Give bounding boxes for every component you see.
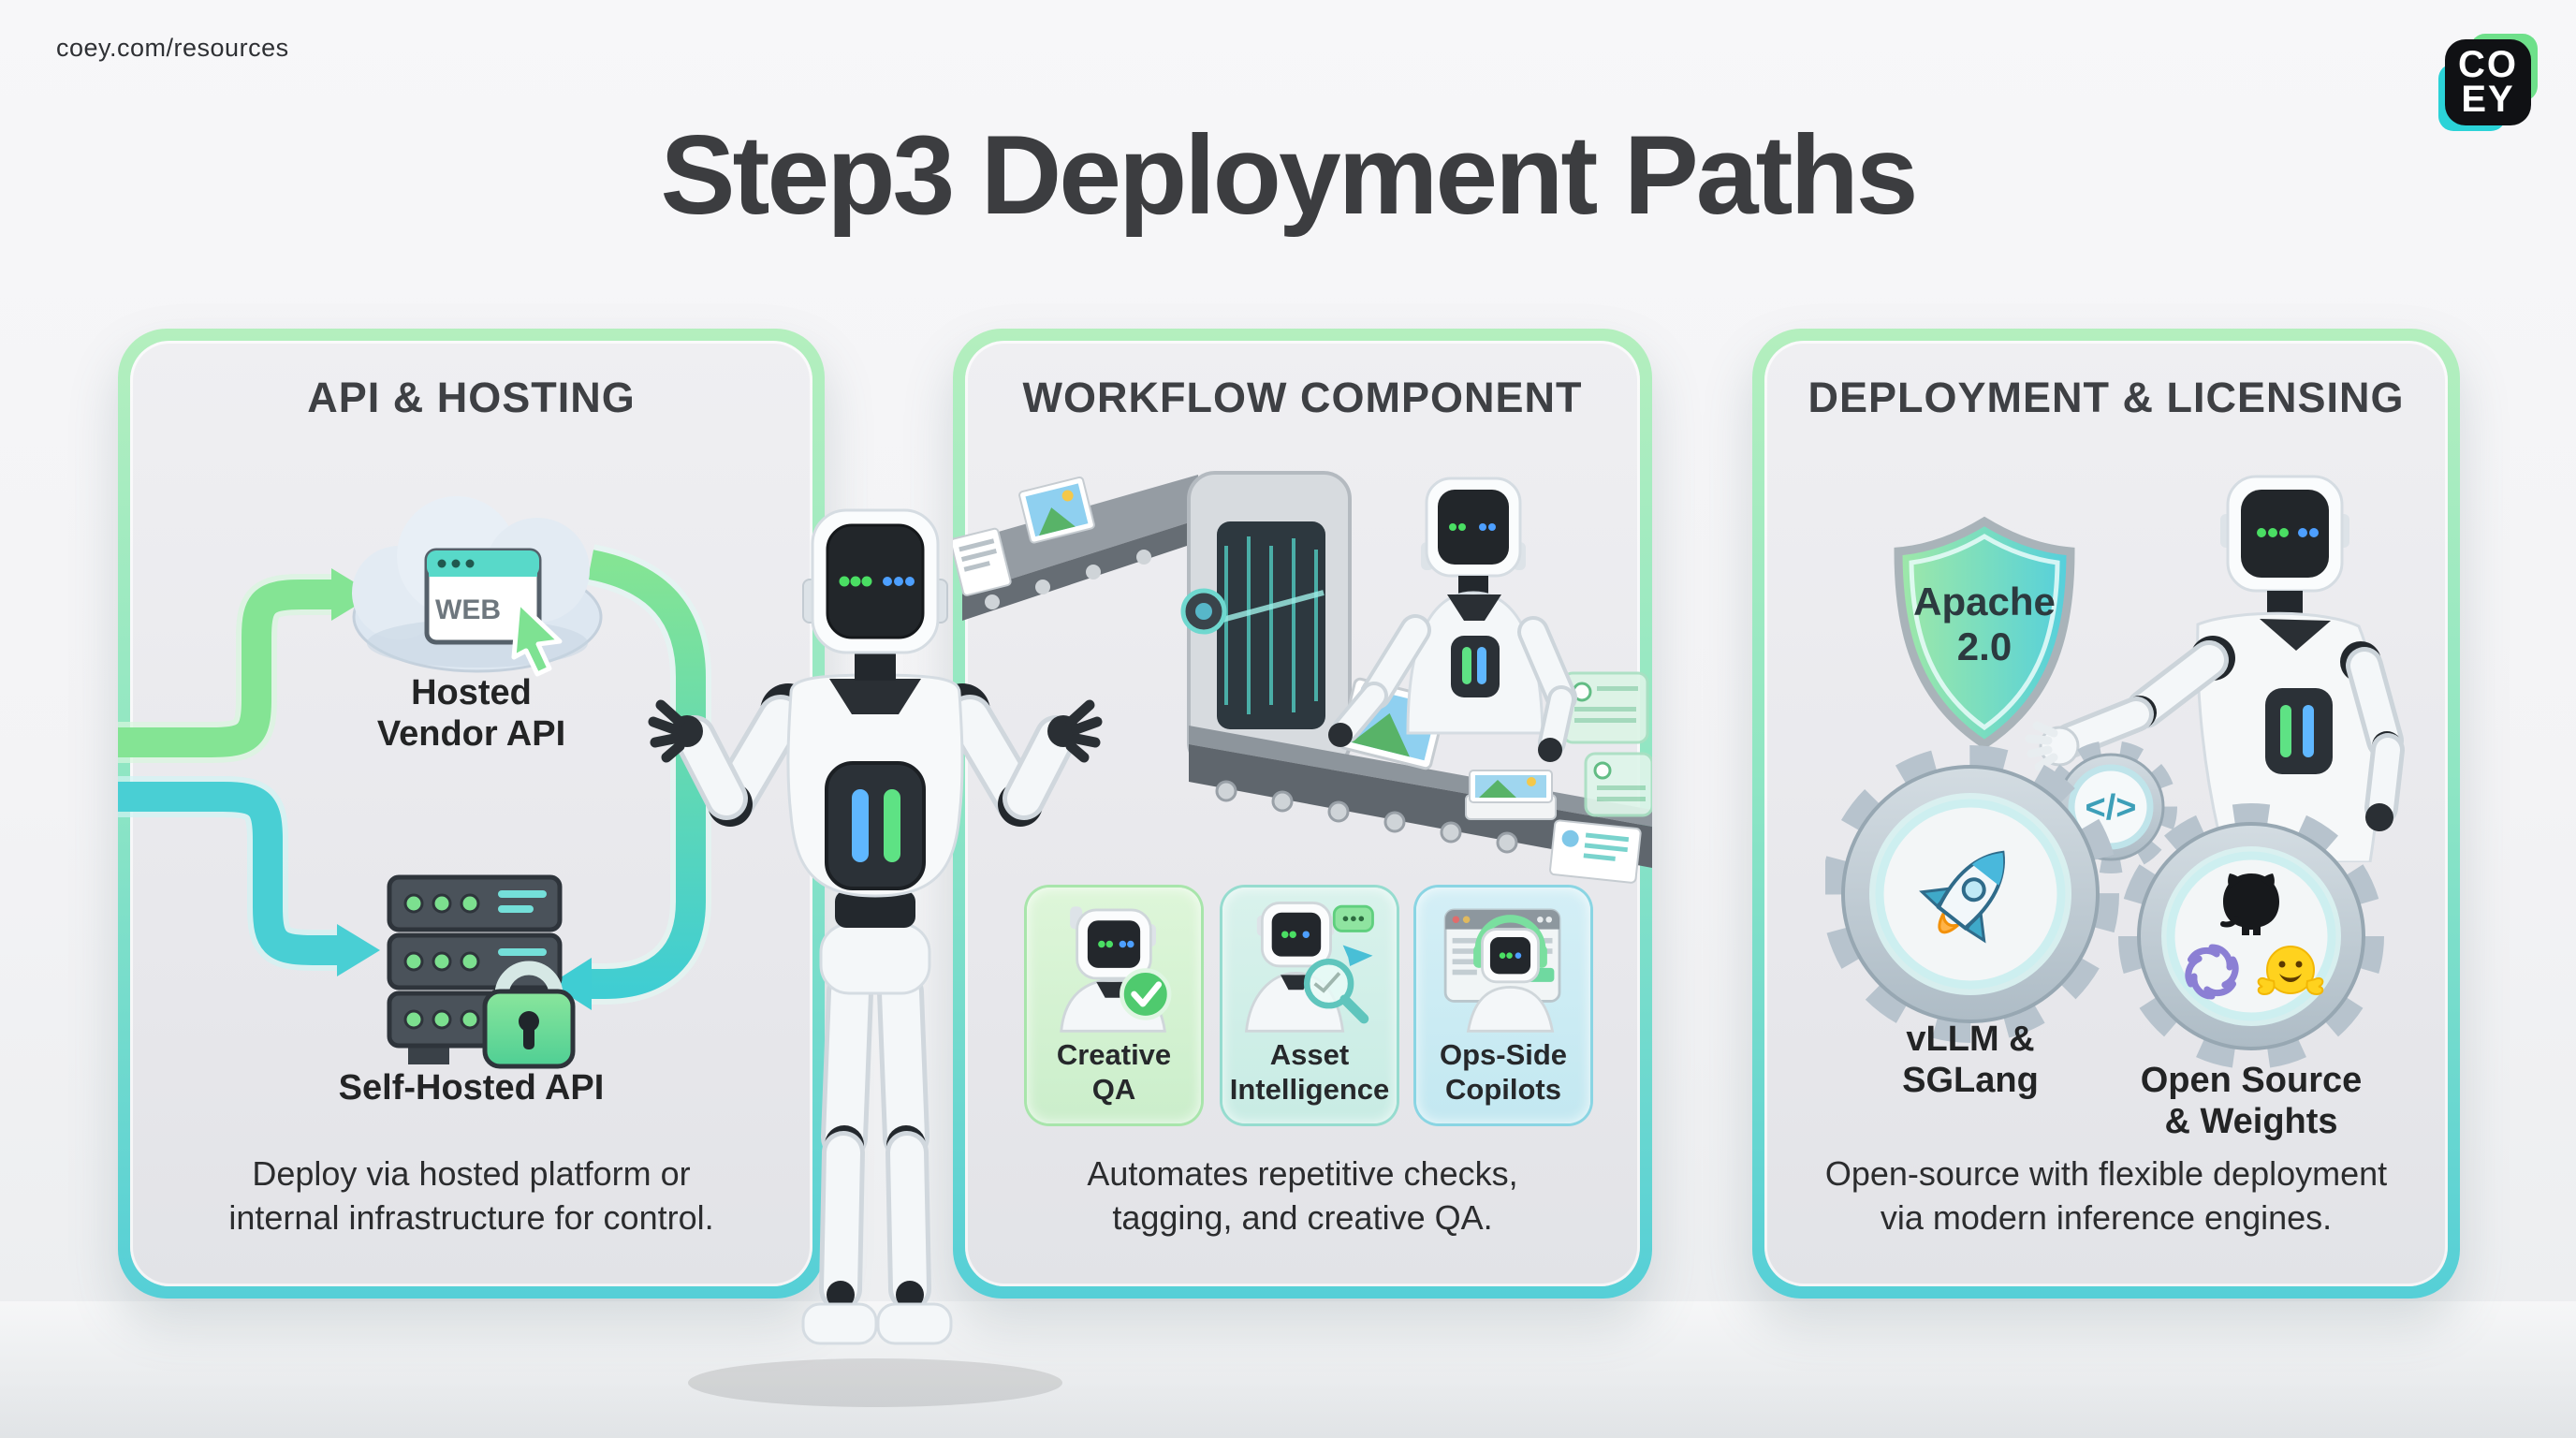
apache-shield-icon <box>1894 516 2075 750</box>
openai-icon <box>2185 944 2239 1000</box>
badge-creative-qa: Creative QA <box>1027 888 1201 1123</box>
panel2-description: Automates repetitive checks, tagging, an… <box>1087 1154 1518 1237</box>
headset-robot-icon <box>1466 915 1555 1033</box>
page-title: Step3 Deployment Paths <box>660 112 1918 238</box>
badge-ops-side-copilots: Ops-Side Copilots <box>1416 888 1590 1123</box>
magnifier-icon <box>1303 958 1369 1024</box>
badge-label: Asset Intelligence <box>1229 1037 1390 1106</box>
ops-copilot-robot-icon <box>1443 908 1561 1033</box>
panel-workflow-component: WORKFLOW COMPONENT <box>953 329 1652 1299</box>
panel-deployment-licensing: DEPLOYMENT & LICENSING <box>1752 329 2460 1299</box>
doc-card-icon <box>1549 819 1642 884</box>
huggingface-icon <box>2257 946 2324 996</box>
branch-arrow-cyan <box>118 776 380 976</box>
open-hand <box>1047 699 1103 763</box>
badge-asset-intelligence: Asset Intelligence <box>1222 888 1397 1123</box>
rocket-icon <box>1919 850 2005 944</box>
self-hosted-api-label: Self-Hosted API <box>338 1068 605 1108</box>
open-hand <box>2025 721 2080 771</box>
gear-icon <box>2118 803 2384 1069</box>
code-icon: </> <box>2086 788 2137 828</box>
apache-license-label: Apache 2.0 <box>1913 580 2056 669</box>
open-hand <box>648 699 703 763</box>
review-card-icon <box>1561 671 1649 744</box>
doc-card-icon <box>953 527 1012 596</box>
conveyor-scene-illustration <box>953 471 1652 884</box>
panel2-heading: WORKFLOW COMPONENT <box>1022 374 1583 421</box>
logo-text-top: CO <box>2458 44 2518 86</box>
panel-api-hosting: API & HOSTING <box>118 329 825 1299</box>
coey-logo: CO EY <box>2438 34 2538 131</box>
scanner-machine-icon <box>1180 471 1352 770</box>
hosted-vendor-api-label: Hosted Vendor API <box>376 673 566 754</box>
presenting-robot-illustration <box>2025 475 2405 862</box>
cursor-icon <box>511 599 563 677</box>
source-url: coey.com/resources <box>56 34 289 62</box>
open-source-weights-label: Open Source & Weights <box>2140 1061 2363 1141</box>
cloud-web-icon: WEB <box>352 496 603 677</box>
cloud-to-server-arrow <box>550 544 711 1010</box>
floor-gradient <box>0 1301 2576 1438</box>
web-label: WEB <box>435 594 501 625</box>
badge-label: Ops-Side Copilots <box>1439 1037 1568 1106</box>
badge-label: Creative QA <box>1056 1037 1172 1106</box>
gears-illustration: </> <box>1825 741 2384 1069</box>
vllm-sglang-label: vLLM & SGLang <box>1902 1020 2039 1100</box>
photo-card-icon <box>1018 476 1095 544</box>
lock-icon <box>482 961 576 1069</box>
logo-text-bottom: EY <box>2461 79 2515 120</box>
api-hosting-illustration: WEB <box>118 496 711 1069</box>
panel1-description: Deploy via hosted platform or internal i… <box>228 1154 714 1237</box>
tag-icon <box>1332 904 1374 932</box>
creative-qa-robot-icon <box>1060 906 1172 1033</box>
logo-face: CO EY <box>2445 39 2531 125</box>
paper-plane-icon <box>1342 945 1373 966</box>
panel3-description: Open-source with flexible deployment via… <box>1824 1154 2388 1237</box>
check-icon <box>1120 968 1172 1020</box>
panel1-heading: API & HOSTING <box>307 374 636 421</box>
github-icon <box>2220 873 2279 935</box>
panel3-heading: DEPLOYMENT & LICENSING <box>1808 374 2405 421</box>
central-robot-illustration <box>648 508 1103 1407</box>
asset-intelligence-robot-icon <box>1244 902 1374 1033</box>
review-card-icon <box>1584 752 1652 817</box>
photo-stack-icon <box>1465 770 1557 820</box>
server-lock-icon <box>387 874 576 1069</box>
gear-icon <box>1825 745 2119 1043</box>
worker-robot-illustration <box>1328 477 1577 762</box>
